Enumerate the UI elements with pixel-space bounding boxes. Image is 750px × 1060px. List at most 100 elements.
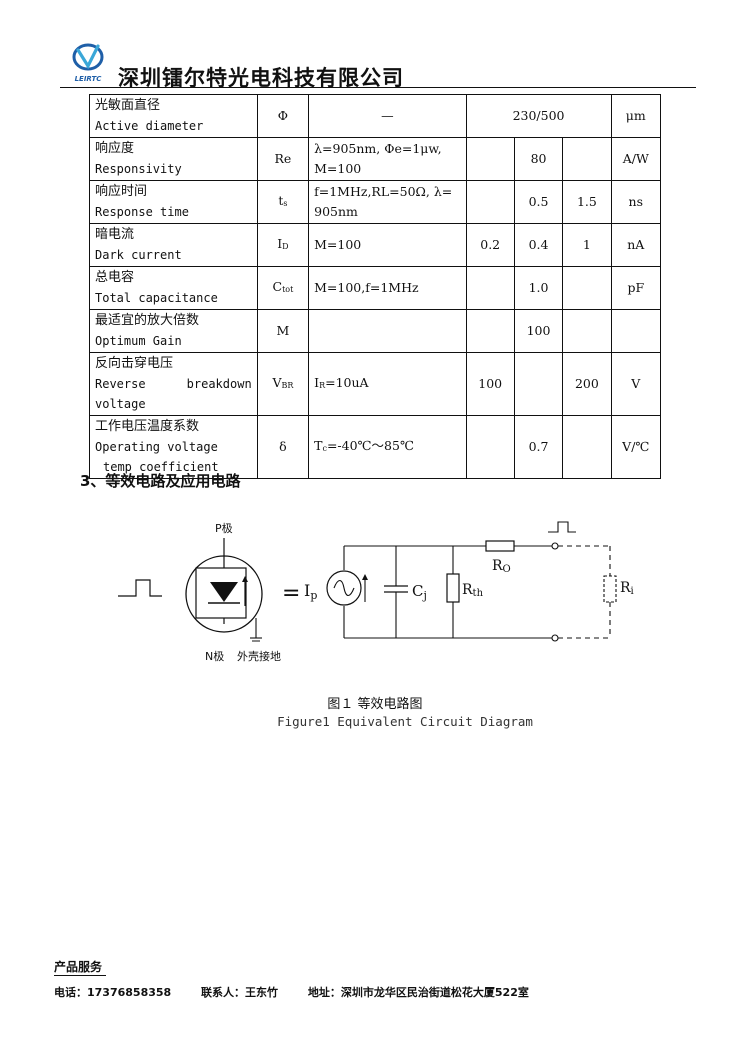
param-name-en-part: breakdown <box>186 377 252 391</box>
condition-line: λ=905nm, Φe=1μw, <box>314 141 442 156</box>
output-terminals <box>551 542 559 642</box>
typ-cell: 0.7 <box>513 415 564 479</box>
param-name-en: Dark current <box>95 248 182 262</box>
resistor-rth-icon <box>446 573 460 603</box>
symbol-cell: Ctot <box>256 266 310 310</box>
logo-text: LEIRTC <box>75 75 103 83</box>
resistor-ro-icon <box>485 540 515 552</box>
input-pulse-icon <box>118 579 162 597</box>
param-cell: 光敏面直径 Active diameter <box>89 94 258 138</box>
condition-line: 905nm <box>314 204 358 219</box>
symbol-sub: s <box>283 198 288 208</box>
resistor-ri-icon <box>603 575 617 603</box>
table-row: 暗电流 Dark current ID M=100 0.2 0.4 1 nA <box>89 223 662 267</box>
table-row: 光敏面直径 Active diameter Φ — 230/500 μm <box>89 94 662 138</box>
max-cell: 200 <box>562 352 612 416</box>
ro-label: RO <box>492 558 511 575</box>
param-name-zh: 反向击穿电压 <box>95 356 174 371</box>
cj-label: Cj <box>412 582 427 602</box>
max-cell: 1 <box>562 223 612 267</box>
figure-caption-zh: 图１ 等效电路图 <box>327 697 423 712</box>
condition-line: f=1MHz,RL=50Ω, λ= <box>314 184 453 199</box>
param-name-en: Responsivity <box>95 162 182 176</box>
param-name-en-part: Operating voltage <box>95 440 218 454</box>
param-cell: 响应时间 Response time <box>89 180 258 224</box>
output-pulse-icon <box>548 521 576 533</box>
param-cell: 工作电压温度系数 Operating voltage temp coeffici… <box>89 415 258 479</box>
max-cell <box>562 137 612 181</box>
min-cell: 100 <box>465 352 515 416</box>
condition-cell: M=100,f=1MHz <box>308 266 467 310</box>
param-name-en-part: voltage <box>95 397 146 411</box>
table-row: 响应度 Responsivity Re λ=905nm, Φe=1μw, M=1… <box>89 137 662 181</box>
symbol-sub: BR <box>281 380 294 390</box>
condition-main: I <box>314 374 320 390</box>
symbol-cell: VBR <box>256 352 310 416</box>
param-name-zh: 暗电流 <box>95 227 135 242</box>
header-divider <box>60 87 696 88</box>
n-terminal-label: N极 <box>205 649 224 663</box>
symbol-cell: Re <box>256 137 310 181</box>
min-cell <box>465 266 515 310</box>
rth-label: Rth <box>462 582 484 599</box>
condition-cell: M=100 <box>308 223 467 267</box>
footer-phone: 电话：17376858358 <box>54 986 172 999</box>
ri-label: Ri <box>620 580 634 597</box>
table-row: 最适宜的放大倍数 Optimum Gain M 100 <box>89 309 662 353</box>
table-row: 响应时间 Response time ts f=1MHz,RL=50Ω, λ= … <box>89 180 662 224</box>
symbol-main: C <box>272 278 283 294</box>
symbol-cell: δ <box>256 415 310 479</box>
param-name-en: Total capacitance <box>95 291 218 305</box>
symbol-cell: M <box>256 309 310 353</box>
symbol-cell: Φ <box>256 94 310 138</box>
figure-caption-en: Figure1 Equivalent Circuit Diagram <box>277 714 533 729</box>
footer-address: 地址：深圳市龙华区民治街道松花大厦522室 <box>307 986 529 999</box>
equals-sign: = <box>282 581 300 606</box>
table-row: 工作电压温度系数 Operating voltage temp coeffici… <box>89 415 662 479</box>
param-cell: 总电容 Total capacitance <box>89 266 258 310</box>
condition-cell: Tc=-40℃～85℃ <box>308 415 467 479</box>
condition-line: M=100 <box>314 161 362 176</box>
condition-cell <box>308 309 467 353</box>
spec-table: 光敏面直径 Active diameter Φ — 230/500 μm 响应度… <box>89 94 662 479</box>
param-name-zh: 光敏面直径 <box>95 98 161 113</box>
company-logo: LEIRTC <box>72 43 104 83</box>
current-source-icon <box>326 570 368 606</box>
param-name-zh: 工作电压温度系数 <box>95 419 200 434</box>
typ-cell: 80 <box>513 137 564 181</box>
ip-label: Ip <box>304 581 317 602</box>
footer-contact-line: 电话：17376858358 联系人：王东竹 地址：深圳市龙华区民治街道松花大厦… <box>54 984 555 1000</box>
param-cell: 响应度 Responsivity <box>89 137 258 181</box>
typ-cell: 1.0 <box>513 266 564 310</box>
max-cell <box>562 266 612 310</box>
condition-sub: R <box>319 380 326 390</box>
condition-sub: c <box>322 443 327 453</box>
unit-cell: μm <box>610 94 662 138</box>
symbol-cell: ID <box>256 223 310 267</box>
load-dashed-wires <box>558 545 611 639</box>
unit-cell: ns <box>610 180 662 224</box>
unit-cell: pF <box>610 266 662 310</box>
table-row: 总电容 Total capacitance Ctot M=100,f=1MHz … <box>89 266 662 310</box>
unit-cell: nA <box>610 223 662 267</box>
condition-cell: λ=905nm, Φe=1μw, M=100 <box>308 137 467 181</box>
param-name-zh: 响应时间 <box>95 184 148 199</box>
param-cell: 暗电流 Dark current <box>89 223 258 267</box>
unit-cell <box>610 309 662 353</box>
max-cell <box>562 309 612 353</box>
symbol-main: V <box>272 374 282 390</box>
company-name: 深圳镭尔特光电科技有限公司 <box>118 66 404 90</box>
typ-cell: 0.4 <box>513 223 564 267</box>
typ-cell: 230/500 <box>465 94 612 138</box>
typ-cell <box>513 352 564 416</box>
condition-cell: f=1MHz,RL=50Ω, λ= 905nm <box>308 180 467 224</box>
symbol-main: t <box>278 192 284 208</box>
max-cell: 1.5 <box>562 180 612 224</box>
param-name-zh: 总电容 <box>95 270 135 285</box>
unit-cell: V <box>610 352 662 416</box>
photodiode-symbol <box>185 538 263 642</box>
equivalent-circuit-diagram: P极 N极 外壳接地 = Ip Cj Rth RO Ri <box>118 521 634 663</box>
symbol-sub: D <box>282 241 289 251</box>
typ-cell: 0.5 <box>513 180 564 224</box>
symbol-cell: ts <box>256 180 310 224</box>
